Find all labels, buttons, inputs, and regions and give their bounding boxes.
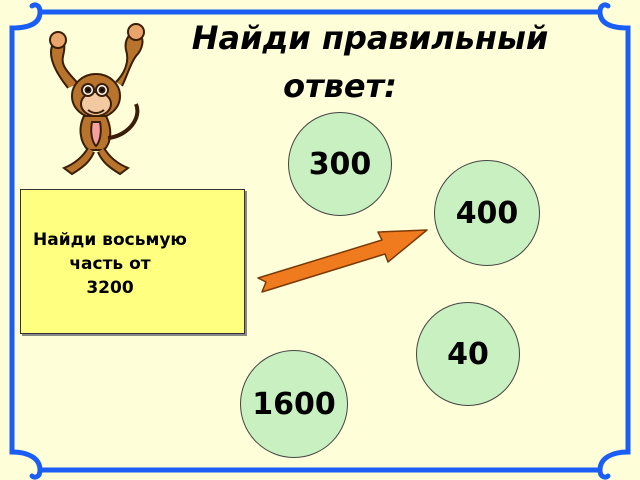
answer-300[interactable]: 300 [288,112,392,216]
answer-40[interactable]: 40 [416,302,520,406]
answer-1600[interactable]: 1600 [240,350,348,458]
title-line-1: Найди правильный [191,19,549,57]
monkey-icon [49,23,145,176]
task-box: Найди восьмую часть от 3200 [20,189,245,334]
title-line-2: ответ: [283,67,397,105]
answer-400[interactable]: 400 [434,160,540,266]
task-text: Найди восьмую часть от 3200 [33,230,187,298]
